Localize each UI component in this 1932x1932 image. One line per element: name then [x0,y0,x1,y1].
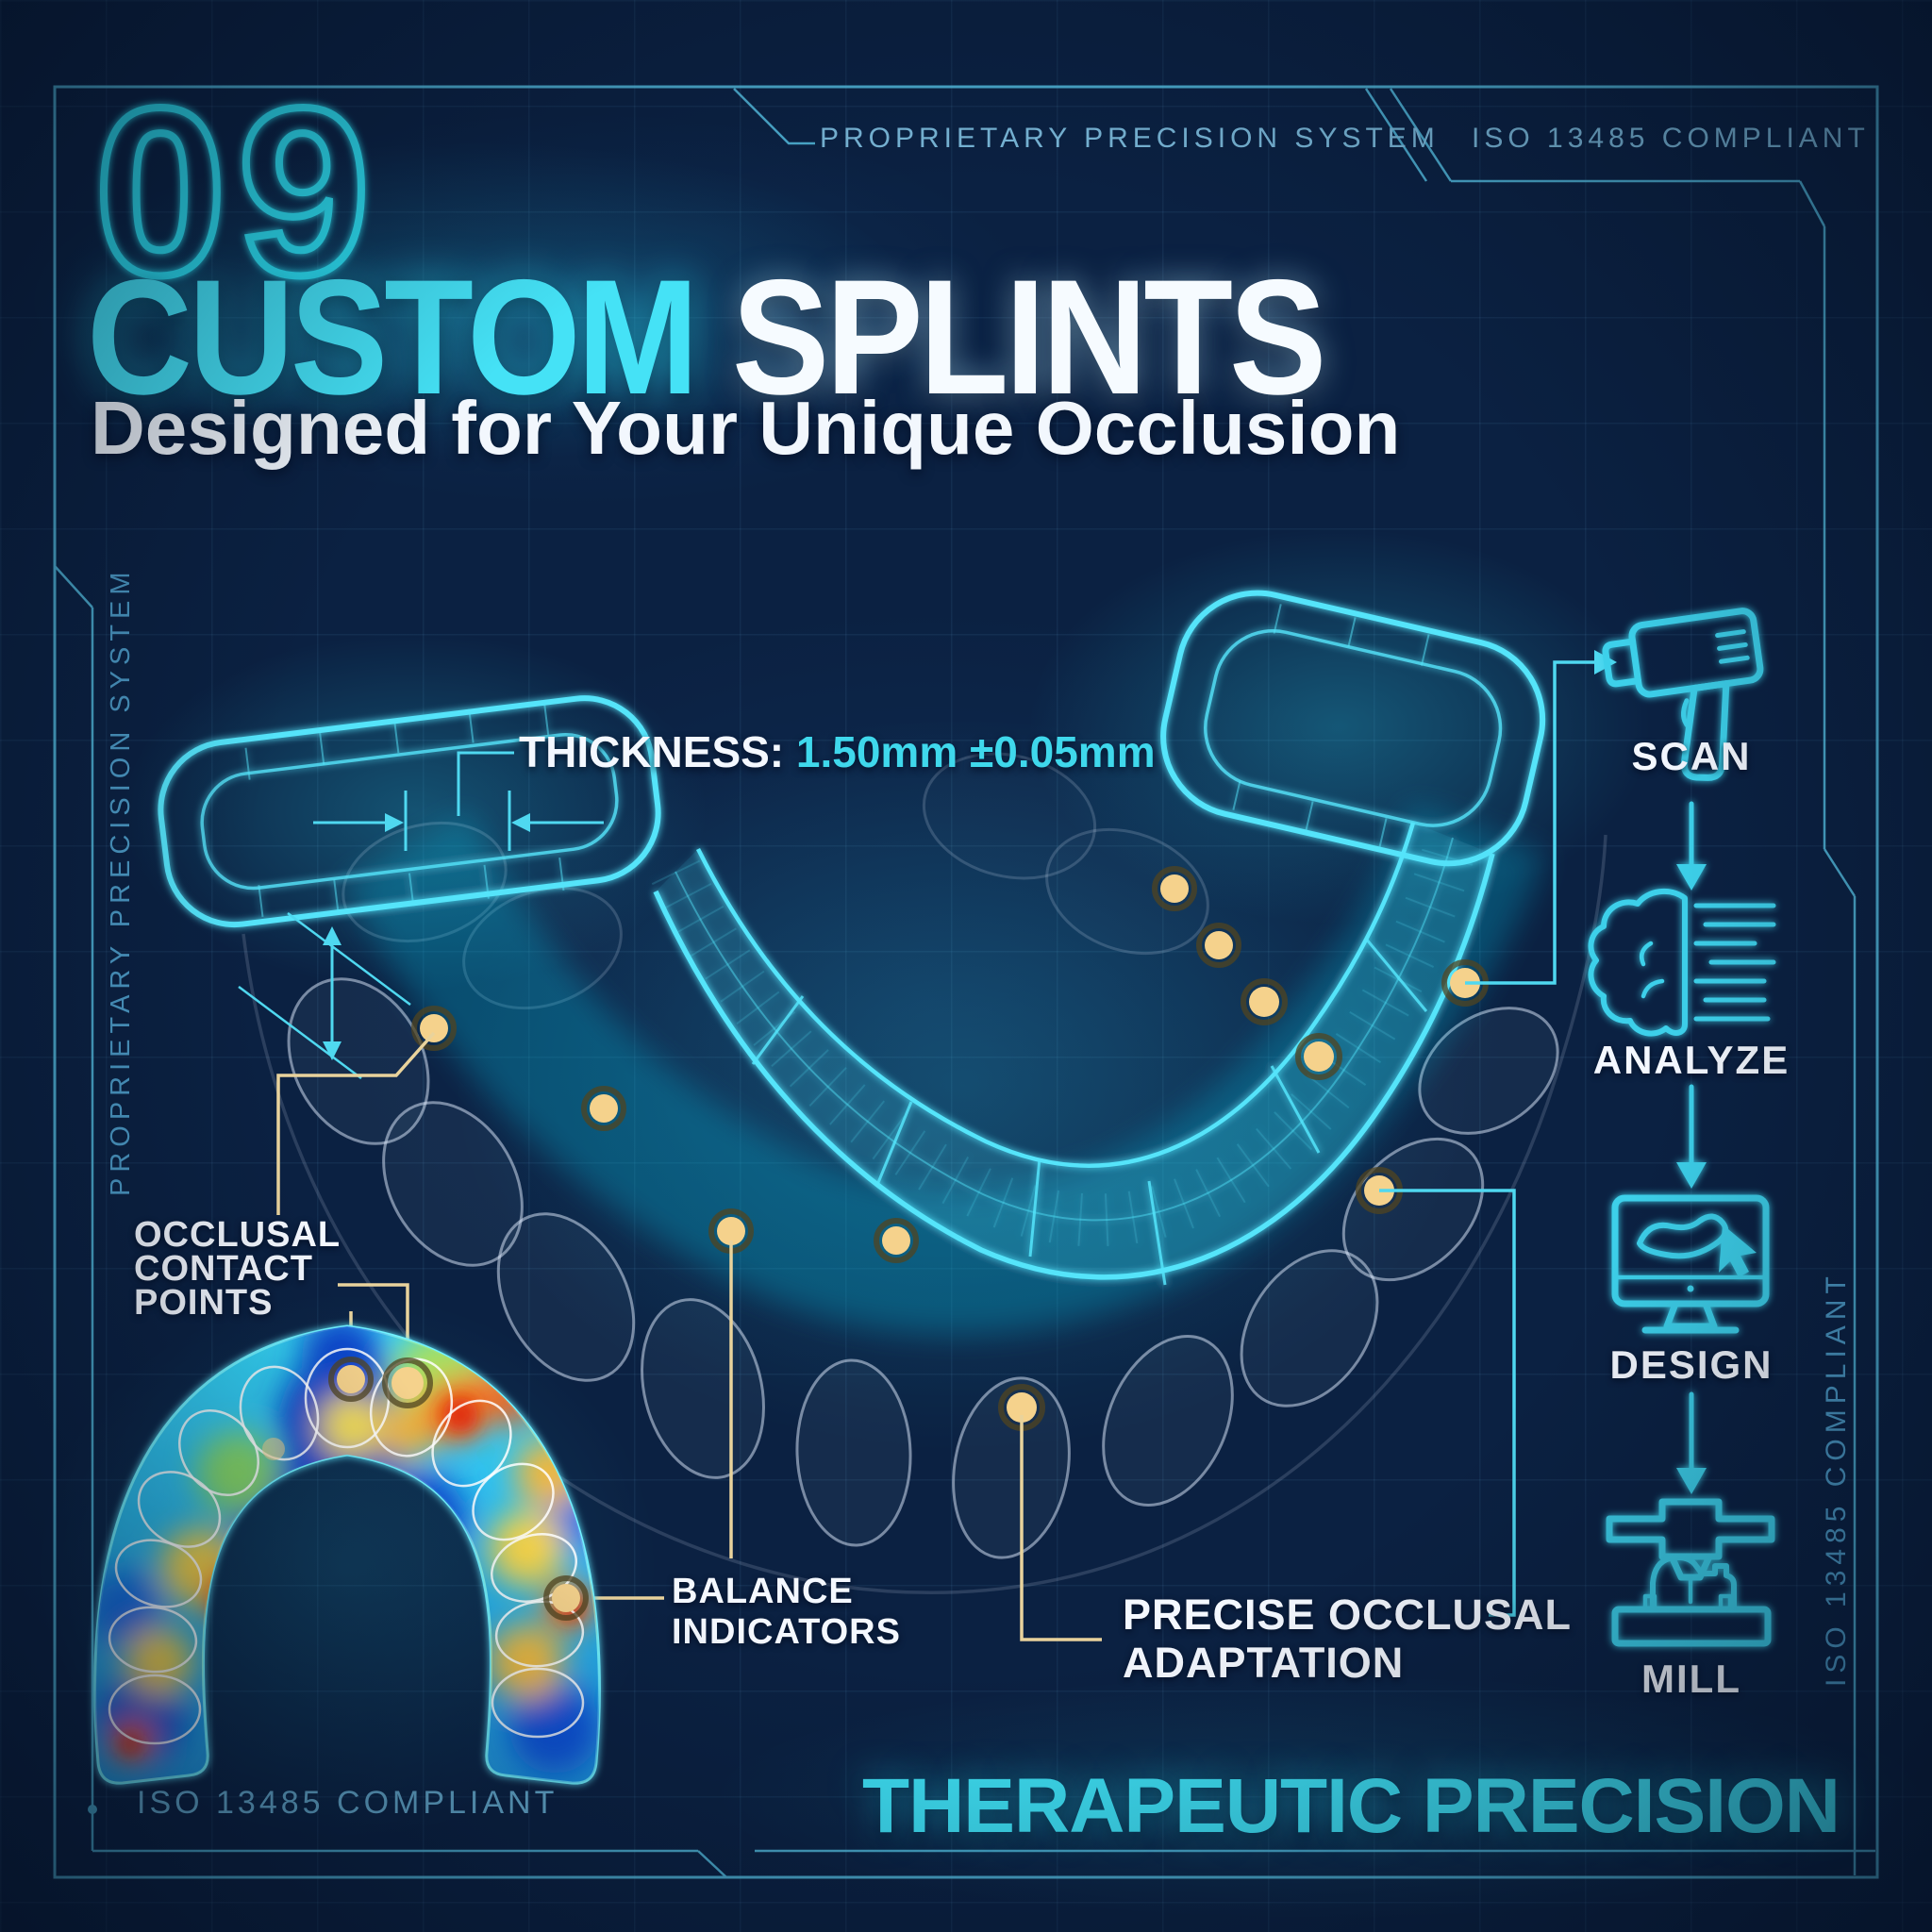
workflow-step-design: DESIGN [1609,1342,1774,1387]
brain-circuit-icon [1588,888,1776,1037]
callout-line: POINTS [134,1283,274,1323]
callout-line: BALANCE [672,1572,854,1611]
flow-arrow-icon [1676,1084,1707,1189]
bottom-iso-label: ISO 13485 COMPLIANT [137,1785,558,1821]
callout-occlusal-contact-points: OCCLUSAL CONTACT POINTS [134,1215,341,1323]
thickness-label: THICKNESS: [519,727,785,776]
thickness-annotation: THICKNESS: 1.50mm ±0.05mm [519,726,1156,777]
callout-line: CONTACT [134,1249,313,1289]
page-subtitle: Designed for Your Unique Occlusion [91,386,1401,470]
right-vertical-label: ISO 13485 COMPLIANT [1821,1271,1852,1687]
callout-line: PRECISE OCCLUSAL [1123,1591,1573,1639]
callout-line: INDICATORS [672,1612,901,1652]
callout-line: OCCLUSAL [134,1215,341,1255]
thickness-value: 1.50mm ±0.05mm [784,727,1156,776]
callout-line: ADAPTATION [1123,1639,1405,1687]
milling-machine-icon [1606,1498,1775,1647]
callout-precise-occlusal-adaptation: PRECISE OCCLUSAL ADAPTATION [1123,1591,1572,1687]
workflow-step-scan: SCAN [1631,734,1752,778]
monitor-cad-icon [1611,1194,1770,1334]
top-label-iso-badge: ISO 13485 COMPLIANT [1472,123,1870,154]
callout-balance-indicators: BALANCE INDICATORS [672,1572,901,1653]
left-vertical-label: PROPRIETARY PRECISION SYSTEM [106,566,136,1196]
footer-tagline: THERAPEUTIC PRECISION [862,1763,1840,1849]
flow-arrow-icon [1676,1391,1707,1494]
workflow-step-analyze: ANALYZE [1592,1038,1790,1082]
flow-arrow-icon [1676,801,1707,891]
top-label-precision-system: PROPRIETARY PRECISION SYSTEM [820,123,1440,154]
workflow-step-mill: MILL [1641,1657,1741,1701]
